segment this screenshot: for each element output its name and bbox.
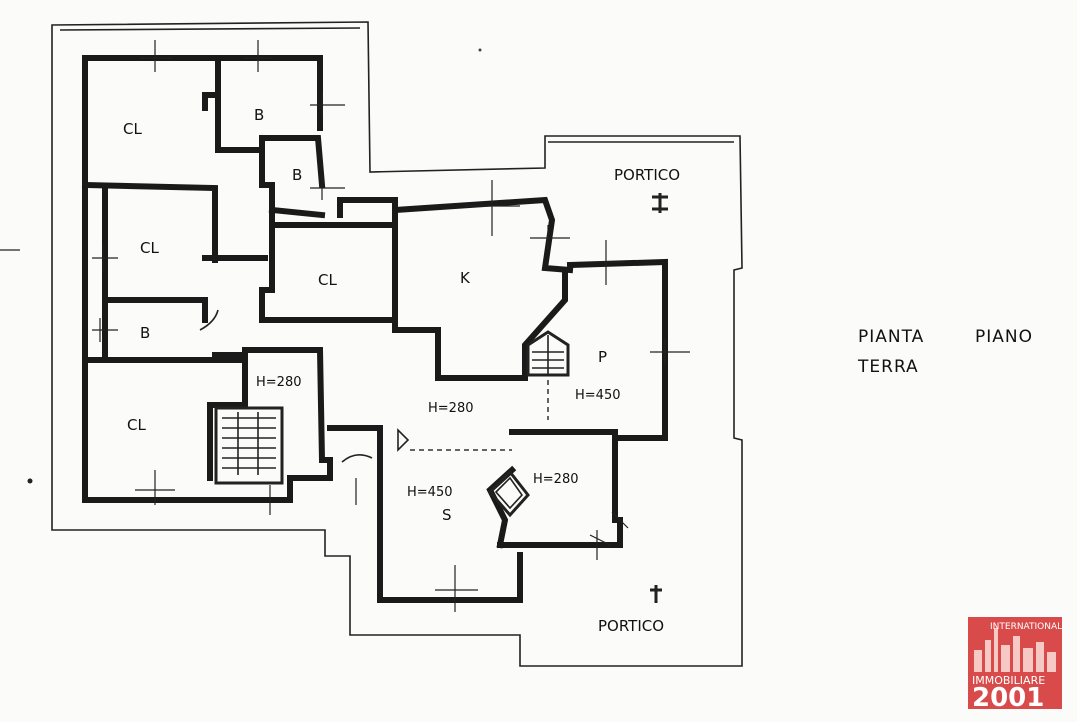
building-walls <box>81 55 668 603</box>
spiral-stair <box>526 330 570 377</box>
room-label-k: K <box>460 269 471 287</box>
plan-title-word-1: PIANTA <box>858 327 924 347</box>
room-label-cl-top: CL <box>123 120 142 138</box>
logo-arc-text: INTERNATIONAL <box>990 622 1062 632</box>
chimney <box>487 469 530 518</box>
room-label-cl-mid: CL <box>140 239 159 257</box>
room-label-b-top: B <box>254 106 264 124</box>
agency-logo: INTERNATIONAL IMMOBILIARE 2001 <box>968 617 1062 713</box>
column-marks <box>650 193 668 603</box>
room-label-s: S <box>442 506 452 524</box>
room-label-cl-bottom: CL <box>127 416 146 434</box>
height-label-dining: H=450 <box>407 485 452 500</box>
lot-outline <box>51 21 743 667</box>
height-label-living: H=450 <box>575 388 620 403</box>
portico-top-label: PORTICO <box>614 166 680 184</box>
logo-number: 2001 <box>972 683 1044 713</box>
dot-mark-2 <box>478 48 482 52</box>
room-label-b-small: B <box>140 324 150 342</box>
window-marks <box>0 40 690 612</box>
door-swings <box>199 309 410 463</box>
terrace-inner-line <box>59 27 734 143</box>
room-label-b-middle: B <box>292 166 302 184</box>
dot-mark <box>27 478 33 484</box>
height-label-stair-hall: H=280 <box>256 375 301 390</box>
plan-title-word-2: PIANO <box>975 327 1033 347</box>
staircase <box>214 406 284 485</box>
portico-bottom-label: PORTICO <box>598 617 664 635</box>
plan-title-line-2: TERRA <box>857 357 919 377</box>
logo-name: IMMOBILIARE <box>972 674 1045 687</box>
skyline-icon <box>974 628 1056 672</box>
opening-line <box>410 380 549 451</box>
room-label-cl-center: CL <box>318 271 337 289</box>
height-label-hall: H=280 <box>428 401 473 416</box>
height-label-study: H=280 <box>533 472 578 487</box>
room-label-p: P <box>598 348 607 366</box>
